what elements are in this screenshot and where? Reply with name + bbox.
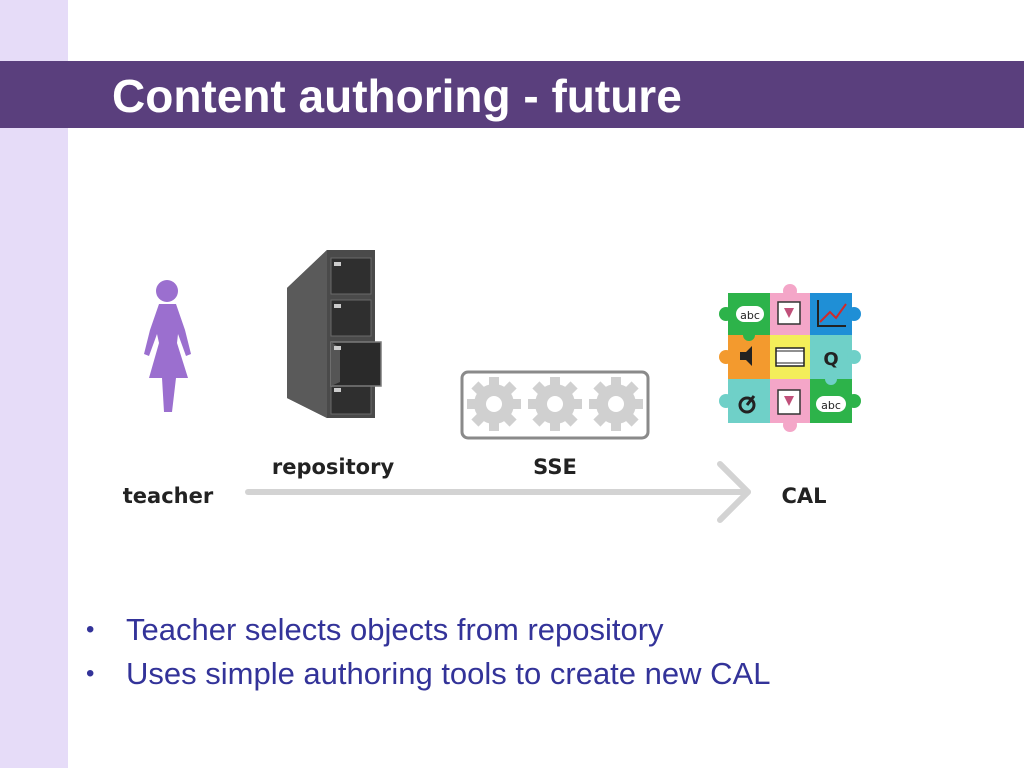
teacher-figure-icon bbox=[144, 280, 191, 412]
puzzle-label-abc-top: abc bbox=[740, 309, 760, 322]
bullet-dot: • bbox=[86, 616, 95, 643]
page-title: Content authoring - future bbox=[112, 70, 682, 122]
gears-icon bbox=[460, 370, 650, 440]
title-bar bbox=[0, 61, 1024, 128]
flow-arrow bbox=[245, 461, 751, 523]
puzzle-grid-icon: abc Q abc bbox=[719, 284, 861, 432]
bullet-dot: • bbox=[86, 660, 95, 687]
bullet-text: Uses simple authoring tools to create ne… bbox=[126, 656, 771, 691]
puzzle-label-q: Q bbox=[823, 349, 838, 370]
node-label-cal: CAL bbox=[781, 484, 826, 508]
node-label-teacher: teacher bbox=[123, 484, 214, 508]
node-label-repository: repository bbox=[272, 455, 395, 479]
puzzle-label-abc-bottom: abc bbox=[821, 399, 841, 412]
bullet-item: • Uses simple authoring tools to create … bbox=[86, 652, 986, 696]
bullet-list: • Teacher selects objects from repositor… bbox=[86, 608, 986, 696]
left-strip bbox=[0, 0, 68, 768]
filing-cabinet-icon bbox=[287, 250, 382, 418]
bullet-text: Teacher selects objects from repository bbox=[126, 612, 664, 647]
node-label-sse: SSE bbox=[533, 455, 577, 479]
bullet-item: • Teacher selects objects from repositor… bbox=[86, 608, 986, 652]
